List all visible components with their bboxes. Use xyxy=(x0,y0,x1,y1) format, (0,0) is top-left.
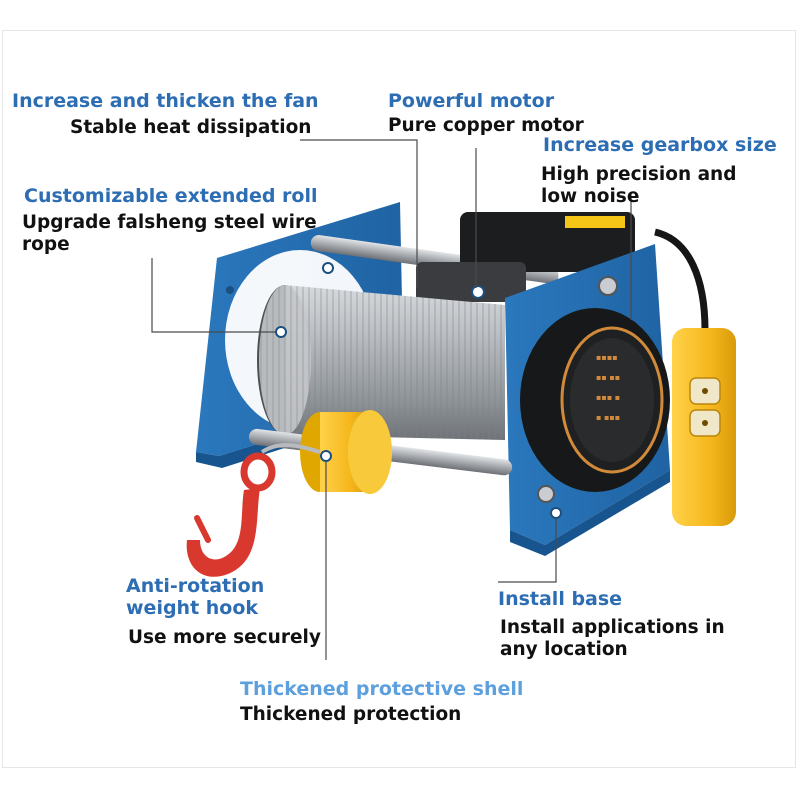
roll-callout-line1: Upgrade falsheng steel wire xyxy=(22,212,317,233)
rope-segment xyxy=(260,443,321,454)
hook-callout-title-line2: weight hook xyxy=(126,597,259,619)
base-callout-line1: Install applications in xyxy=(500,617,725,638)
hook-callout-subtitle: Use more securely xyxy=(128,627,321,648)
base-callout-line2: any location xyxy=(500,639,628,660)
gearbox-callout-title: Increase gearbox size xyxy=(543,134,777,156)
control-cable xyxy=(654,228,709,331)
control-pendant xyxy=(672,328,736,526)
shell-callout-subtitle: Thickened protection xyxy=(240,704,462,725)
gearbox: ▪▪▪▪ ▪▪ ▪▪ ▪▪▪ ▪ ▪ ▪▪▪ xyxy=(520,308,670,492)
motor-callout-title: Powerful motor xyxy=(388,90,555,112)
gearbox-callout-line1: High precision and xyxy=(541,164,737,185)
image-frame xyxy=(2,30,796,768)
svg-text:▪▪▪ ▪: ▪▪▪ ▪ xyxy=(596,393,620,402)
fan-callout-title: Increase and thicken the fan xyxy=(12,90,319,112)
motor xyxy=(416,212,635,302)
roll-callout-line2: rope xyxy=(22,234,70,255)
wire-rope-drum xyxy=(257,285,505,440)
hook-callout-title-line1: Anti-rotation xyxy=(126,575,265,597)
shell-callout-title: Thickened protective shell xyxy=(240,678,524,700)
svg-text:▪▪ ▪▪: ▪▪ ▪▪ xyxy=(596,373,620,382)
leader-lines xyxy=(151,139,632,660)
hook xyxy=(186,452,276,577)
svg-text:▪▪▪▪: ▪▪▪▪ xyxy=(596,353,618,362)
base-callout-title: Install base xyxy=(498,588,623,610)
svg-text:▪ ▪▪▪: ▪ ▪▪▪ xyxy=(596,413,620,422)
gearbox-callout-line2: low noise xyxy=(541,186,640,207)
roll-callout-title: Customizable extended roll xyxy=(24,185,318,207)
motor-callout-subtitle: Pure copper motor xyxy=(388,115,584,136)
fan-callout-subtitle: Stable heat dissipation xyxy=(70,117,312,138)
